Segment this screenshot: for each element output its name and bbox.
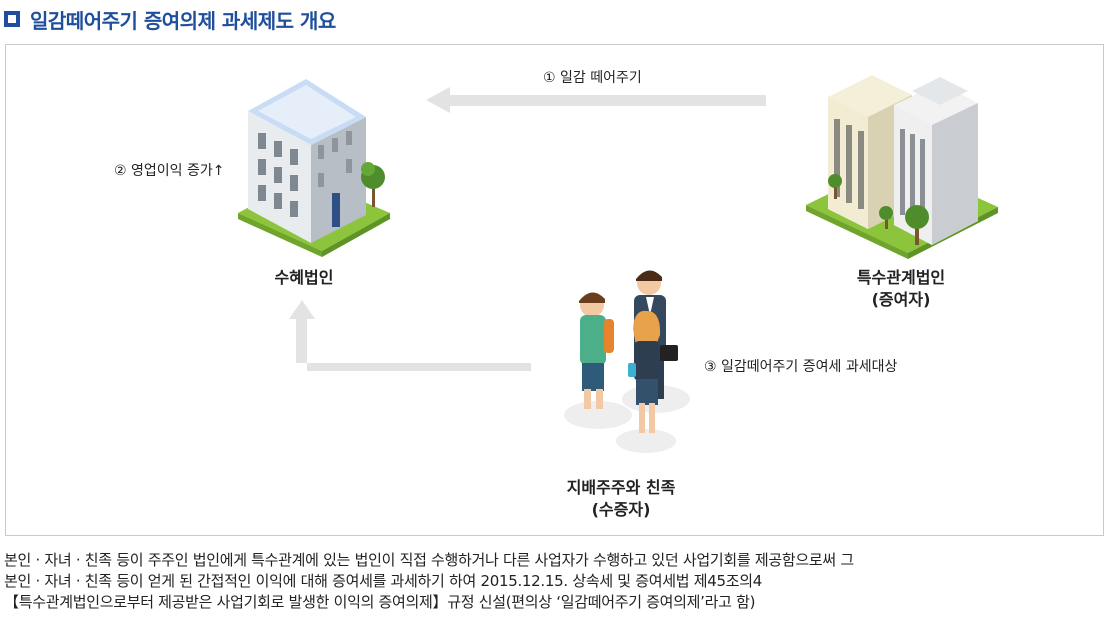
description: 본인 · 자녀 · 친족 등이 주주인 법인에게 특수관계에 있는 법인이 직접… bbox=[4, 550, 1104, 613]
beneficiary-building-icon bbox=[238, 79, 390, 257]
shareholders-role: (수증자) bbox=[591, 500, 651, 519]
step1-label: ① 일감 떼어주기 bbox=[543, 70, 642, 86]
people-group-icon bbox=[564, 270, 690, 453]
step3-label: ③ 일감떼어주기 증여세 과세대상 bbox=[704, 359, 898, 375]
shareholders-name: 지배주주와 친족 bbox=[566, 478, 676, 497]
related-company-role: (증여자) bbox=[871, 290, 931, 309]
related-company-name: 특수관계법인 bbox=[856, 268, 946, 287]
related-company-label: 특수관계법인 (증여자) bbox=[826, 267, 976, 311]
description-line-3: 【특수관계법인으로부터 제공받은 사업기회로 발생한 이익의 증여의제】규정 신… bbox=[4, 593, 756, 611]
page-title: 일감떼어주기 증여의제 과세제도 개요 bbox=[30, 8, 336, 33]
beneficiary-label: 수혜법인 bbox=[244, 267, 364, 289]
related-company-building-icon bbox=[806, 75, 998, 259]
arrow-left-icon bbox=[426, 87, 766, 113]
arrow-up-icon bbox=[289, 300, 531, 371]
description-line-2: 본인 · 자녀 · 친족 등이 얻게 된 간접적인 이익에 대해 증여세를 과세… bbox=[4, 572, 762, 590]
square-bullet-icon bbox=[4, 11, 20, 27]
section-title: 일감떼어주기 증여의제 과세제도 개요 bbox=[4, 4, 336, 34]
step2-label: ② 영업이익 증가↑ bbox=[114, 163, 225, 179]
beneficiary-name: 수혜법인 bbox=[274, 268, 334, 287]
diagram-panel: ① 일감 떼어주기 ② 영업이익 증가↑ ③ 일감떼어주기 증여세 과세대상 수… bbox=[5, 44, 1104, 536]
description-line-1: 본인 · 자녀 · 친족 등이 주주인 법인에게 특수관계에 있는 법인이 직접… bbox=[4, 551, 854, 569]
diagram-graphics bbox=[238, 75, 998, 453]
shareholders-label: 지배주주와 친족 (수증자) bbox=[546, 477, 696, 521]
